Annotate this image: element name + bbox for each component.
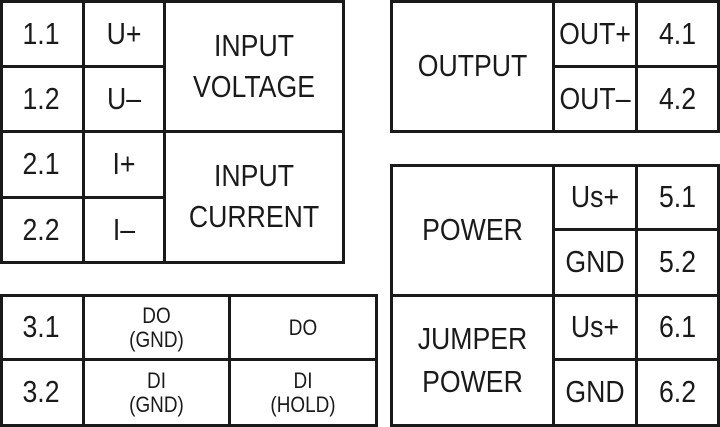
border <box>552 164 555 427</box>
border <box>390 0 393 133</box>
border <box>0 0 3 264</box>
output-label: OUTPUT <box>417 48 528 84</box>
label-line: JUMPER <box>417 320 528 356</box>
terminal-number: 4.1 <box>658 15 697 51</box>
border <box>375 294 378 427</box>
digital-signal: DI (GND) <box>95 361 218 424</box>
power-label: POWER <box>422 212 523 248</box>
terminal-number: 2.2 <box>22 211 60 247</box>
terminal-signal: OUT– <box>559 80 631 116</box>
terminal-number: 2.1 <box>22 146 60 182</box>
terminal-number: 5.2 <box>658 244 697 280</box>
border <box>390 424 720 427</box>
border <box>0 130 345 133</box>
border <box>163 0 166 264</box>
terminal-number: 1.1 <box>22 15 60 51</box>
border <box>0 358 378 361</box>
border <box>552 0 555 133</box>
border <box>82 0 85 264</box>
terminal-number: 4.2 <box>658 80 697 116</box>
border <box>0 294 378 297</box>
border <box>0 294 3 427</box>
border <box>390 164 393 427</box>
border <box>635 164 638 427</box>
terminal-number: 6.1 <box>658 309 697 345</box>
label-line: (HOLD) <box>270 391 336 417</box>
digital-signal: DI (HOLD) <box>241 361 365 424</box>
digital-signal: DO <box>241 297 365 358</box>
border <box>342 0 345 264</box>
border <box>390 130 720 133</box>
terminal-signal: U– <box>106 80 142 116</box>
label-line: INPUT <box>214 158 294 194</box>
border <box>0 424 378 427</box>
border <box>390 294 720 297</box>
label-line: INPUT <box>214 27 294 63</box>
terminal-number: 6.2 <box>658 374 697 410</box>
input-current-label: INPUT CURRENT <box>178 133 329 261</box>
terminal-number: 3.2 <box>22 374 60 410</box>
label-line: (GND) <box>129 391 184 417</box>
jumper-power-label: JUMPER POWER <box>404 297 541 424</box>
border <box>390 164 720 167</box>
input-voltage-label: INPUT VOLTAGE <box>178 3 329 130</box>
terminal-number: 5.1 <box>658 179 697 215</box>
terminal-signal: I+ <box>112 146 136 182</box>
border <box>390 0 720 3</box>
terminal-signal: Us+ <box>570 309 620 345</box>
digital-signal: DO (GND) <box>95 297 218 358</box>
terminal-signal: GND <box>565 374 625 410</box>
label-line: DI <box>147 368 166 394</box>
terminal-signal: I– <box>112 211 136 247</box>
border <box>228 294 231 427</box>
label-line: VOLTAGE <box>193 68 315 104</box>
border <box>82 294 85 427</box>
terminal-number: 1.2 <box>22 80 60 116</box>
border <box>635 0 638 133</box>
label-line: DO <box>288 314 318 340</box>
border <box>0 261 345 264</box>
terminal-signal: GND <box>565 244 625 280</box>
border <box>717 164 720 427</box>
border <box>717 0 720 133</box>
label-line: POWER <box>422 363 523 399</box>
label-line: DI <box>293 368 313 394</box>
label-line: DO <box>142 303 171 329</box>
terminal-signal: U+ <box>106 15 142 51</box>
label-line: (GND) <box>129 326 184 352</box>
terminal-number: 3.1 <box>22 309 60 345</box>
terminal-signal: Us+ <box>570 179 620 215</box>
label-line: CURRENT <box>188 199 320 234</box>
terminal-signal: OUT+ <box>559 15 631 51</box>
border <box>0 0 345 3</box>
